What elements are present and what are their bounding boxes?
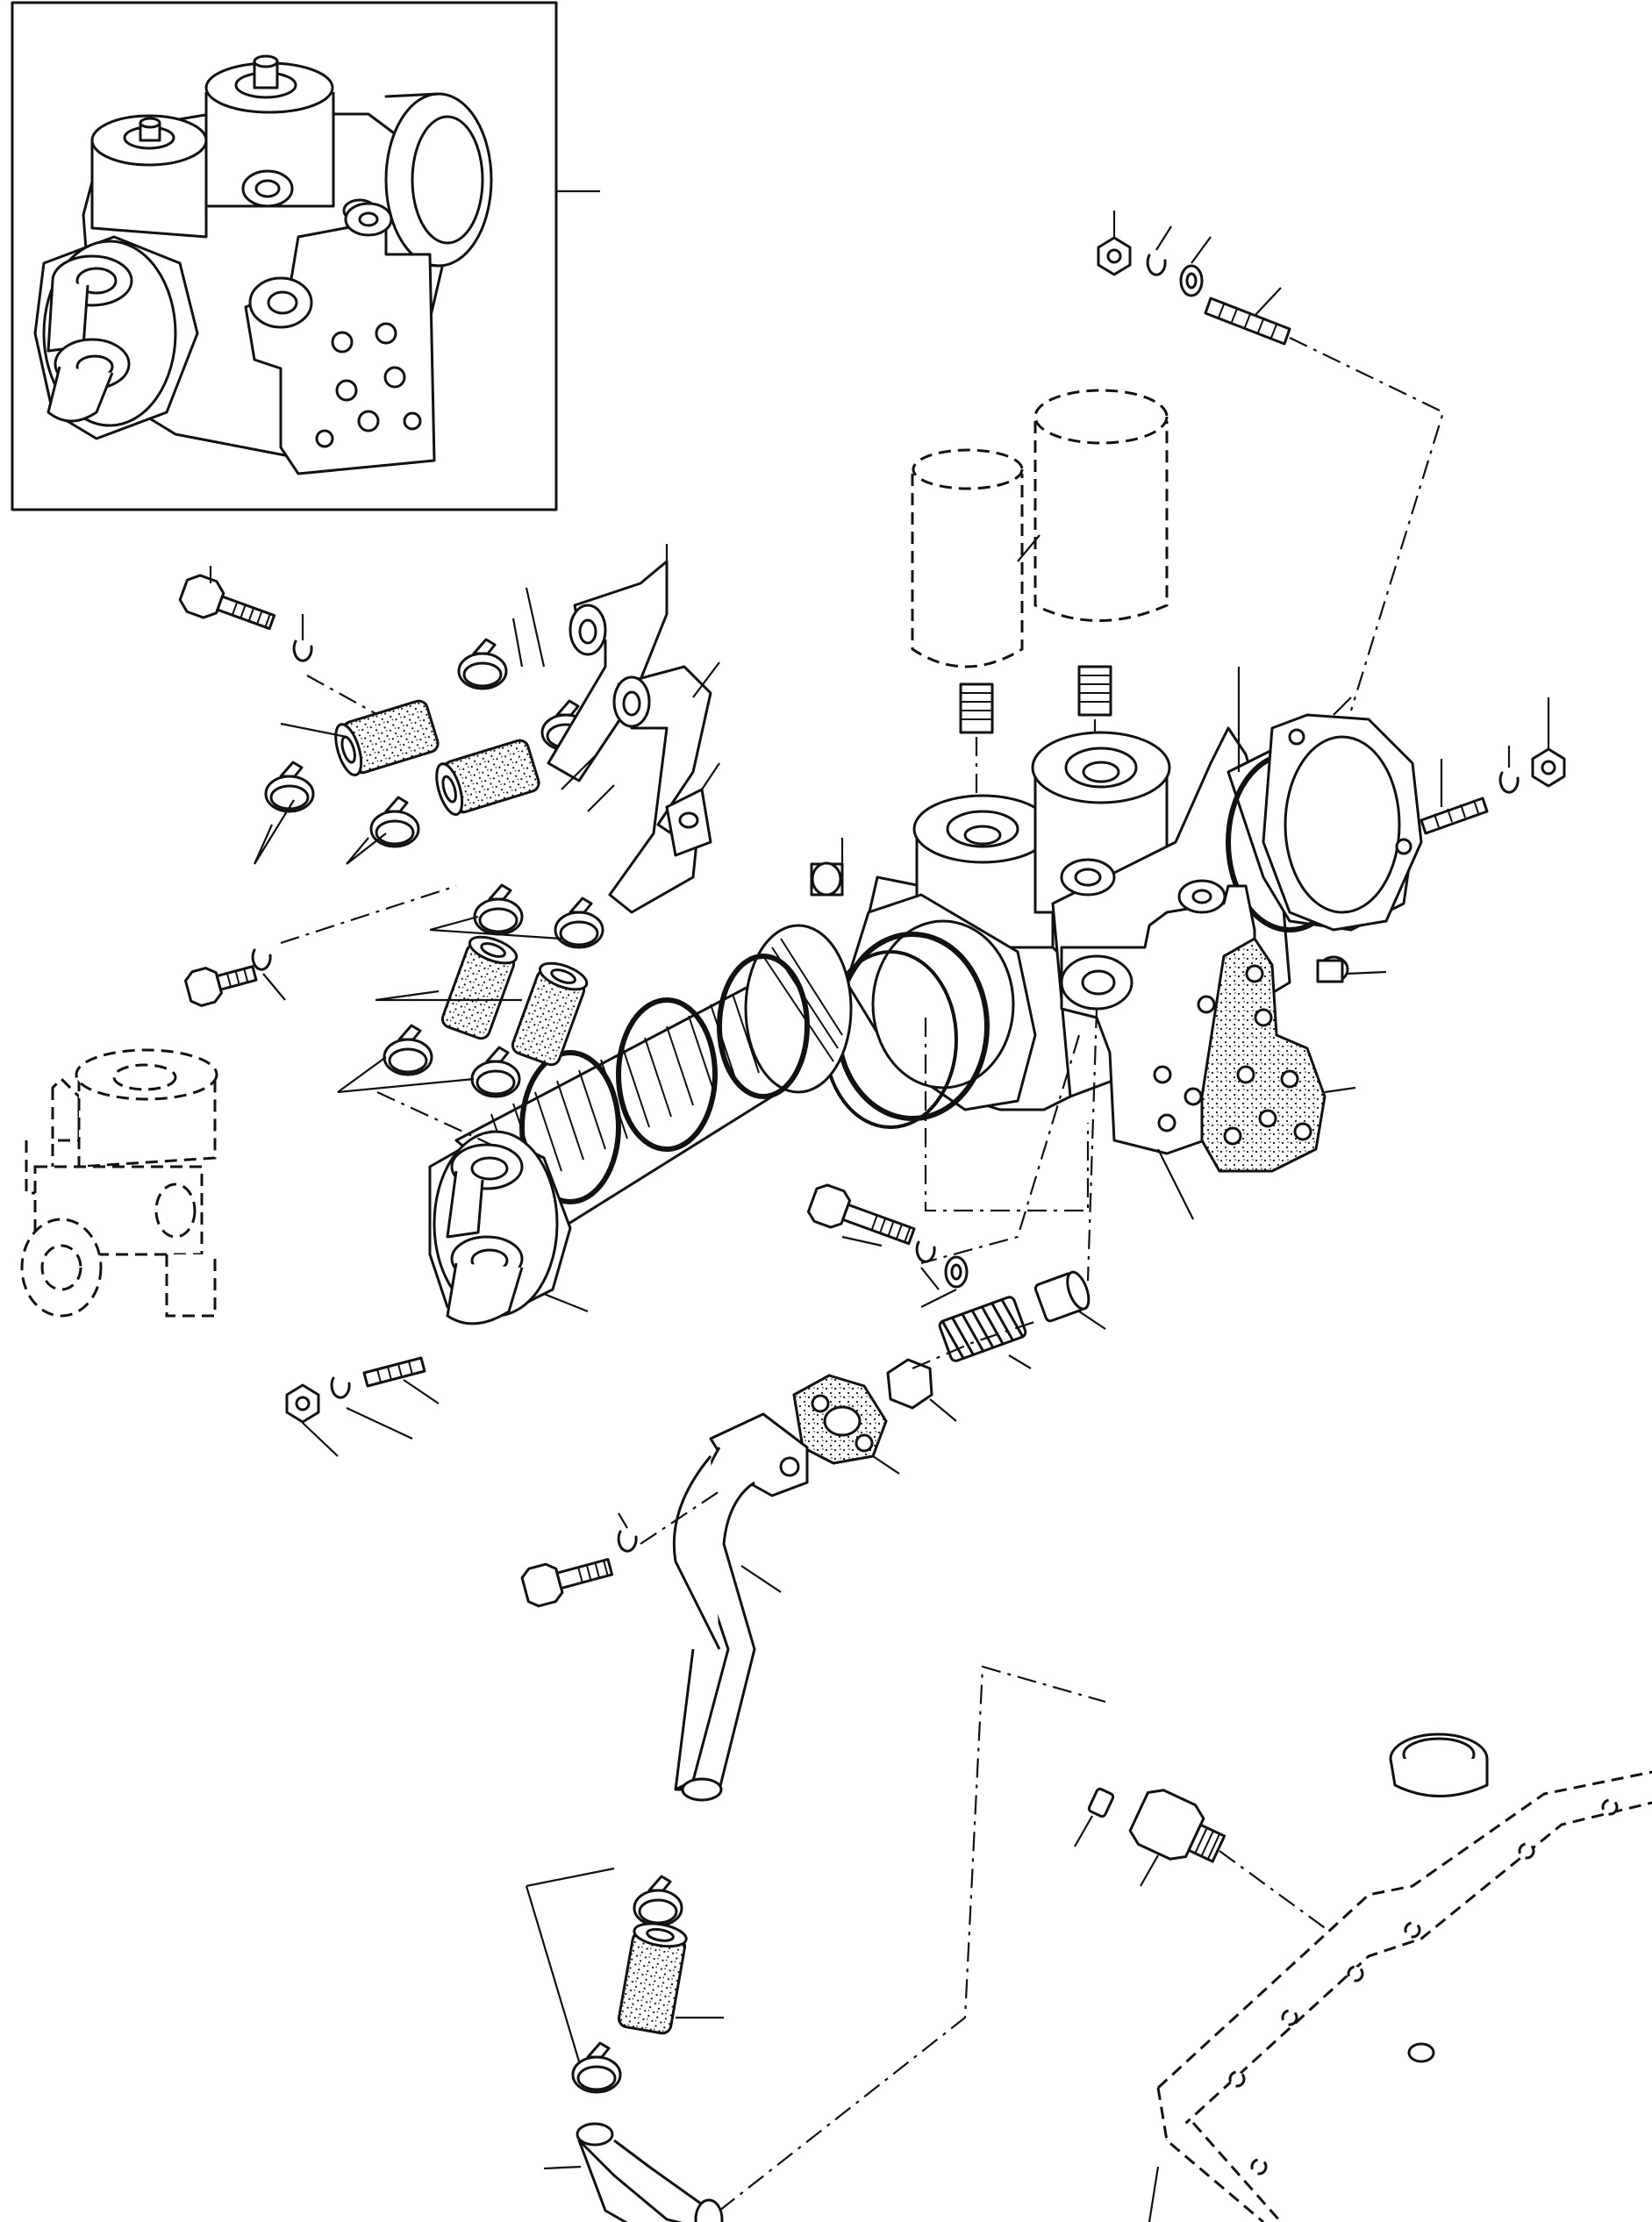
bolt-set-center — [806, 1182, 1105, 1421]
filter-cartridges — [912, 390, 1167, 833]
inset-assembled-view — [12, 3, 600, 510]
outlet-pipe-assembly — [520, 1375, 1105, 2222]
engine-outline-phantom — [22, 1050, 217, 1316]
stud-nut-set-lower — [285, 1358, 439, 1456]
oil-sump-outline — [1149, 1734, 1652, 2222]
main-housing — [805, 667, 1421, 1281]
upper-left-hoses — [177, 544, 719, 912]
stud-nut-set-top — [1097, 211, 1443, 711]
oil-cooler — [430, 925, 851, 1324]
stud-nut-set-right — [1421, 697, 1566, 833]
sensor-union — [1075, 1784, 1334, 1934]
mid-left-hoses — [183, 883, 604, 1145]
